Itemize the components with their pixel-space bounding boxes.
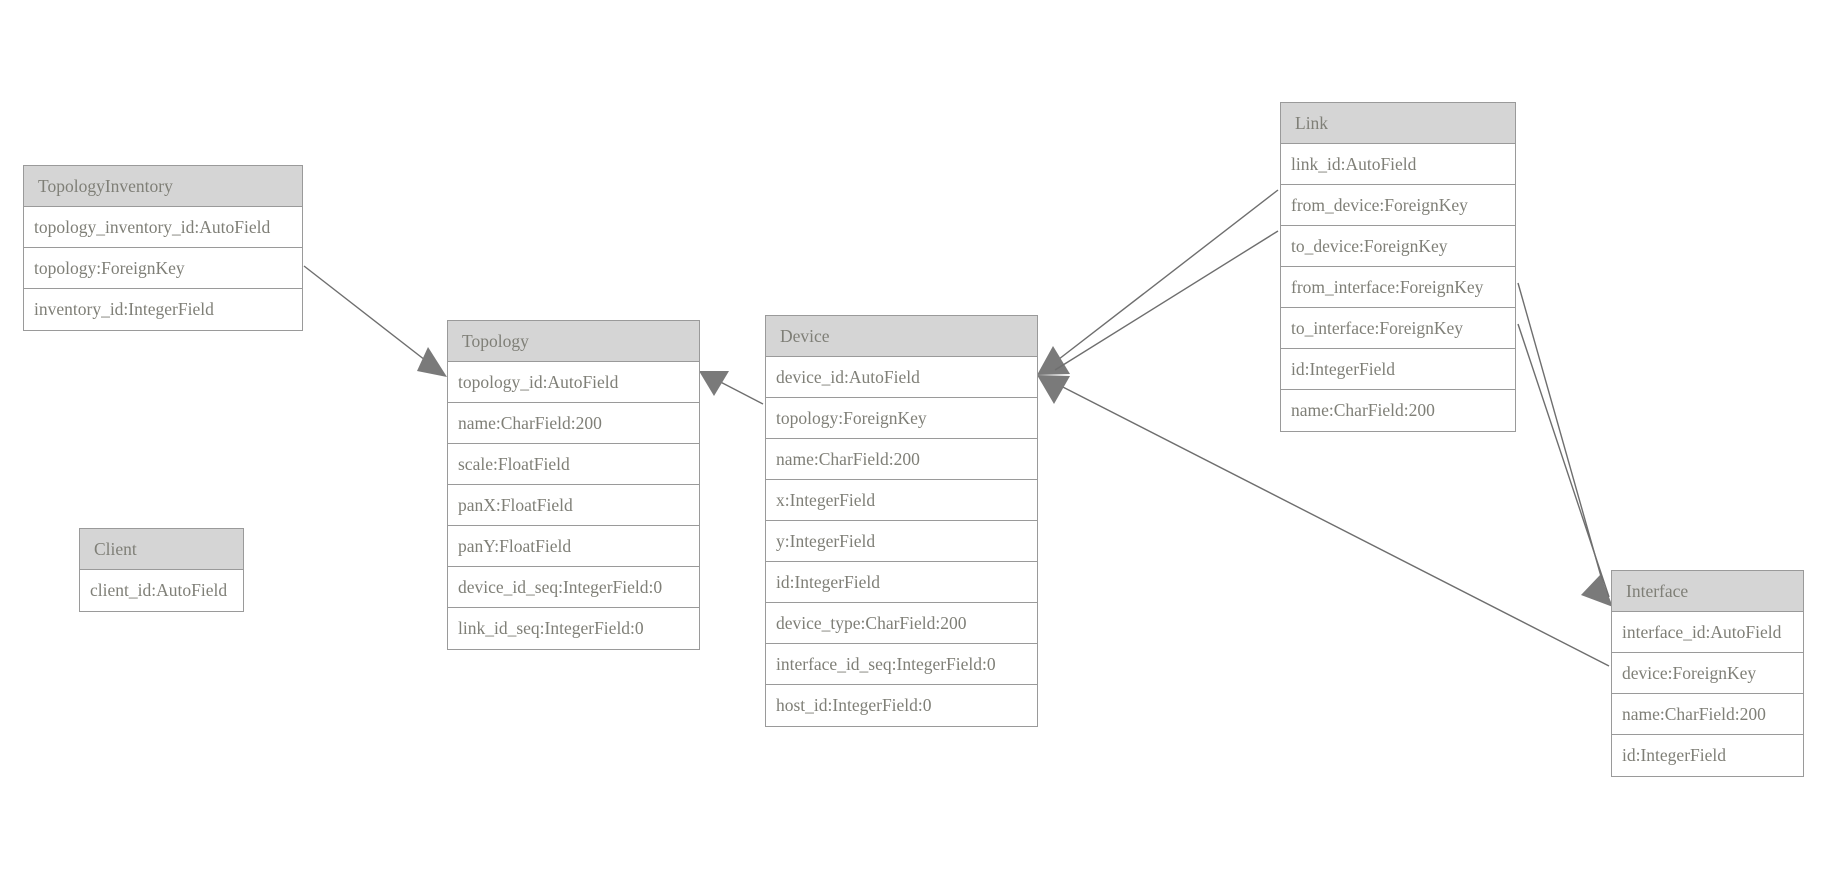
entity-field: name:CharField:200	[1291, 400, 1435, 420]
entity-field: link_id:AutoField	[1281, 144, 1515, 185]
entity-field: id:IntegerField	[1622, 745, 1727, 765]
edge-device-topology	[699, 371, 764, 405]
entity-field: x:IntegerField	[766, 480, 1037, 521]
entity-field: to_interface:ForeignKey	[1281, 308, 1515, 349]
entity-link[interactable]: Link link_id:AutoField from_device:Forei…	[1280, 102, 1516, 432]
entity-field: scale:FloatField	[448, 444, 699, 485]
entity-field: device_id:AutoField	[766, 357, 1037, 398]
entity-client[interactable]: Client client_id:AutoField	[79, 528, 244, 612]
entity-field: to_device:ForeignKey	[1281, 226, 1515, 267]
entity-title: Client	[80, 529, 243, 570]
entity-field: id:IntegerField	[766, 562, 1037, 603]
entity-field: name:CharField:200	[448, 403, 699, 444]
edge-link-frominterface-interface	[1517, 282, 1613, 607]
entity-field: interface_id_seq:IntegerField:0	[766, 644, 1037, 685]
entity-field: topology:ForeignKey	[766, 398, 1037, 439]
edge-link-tointerface-interface	[1517, 323, 1610, 598]
edge-link-todevice-device	[1054, 230, 1279, 371]
arrowhead-icon	[1037, 375, 1070, 404]
edge-link-fromdevice-device	[1037, 189, 1279, 375]
entity-field: from_device:ForeignKey	[1281, 185, 1515, 226]
entity-field: device:ForeignKey	[1612, 653, 1803, 694]
entity-field: name:CharField:200	[766, 439, 1037, 480]
entity-field: panY:FloatField	[448, 526, 699, 567]
entity-field: name:CharField:200	[1612, 694, 1803, 735]
entity-field: link_id_seq:IntegerField:0	[458, 618, 644, 638]
arrowhead-icon	[417, 347, 447, 377]
entity-field: inventory_id:IntegerField	[34, 299, 214, 319]
entity-title: TopologyInventory	[24, 166, 302, 207]
entity-interface[interactable]: Interface interface_id:AutoField device:…	[1611, 570, 1804, 777]
arrowhead-icon	[1581, 575, 1613, 607]
entity-device[interactable]: Device device_id:AutoField topology:Fore…	[765, 315, 1038, 727]
entity-field: panX:FloatField	[448, 485, 699, 526]
entity-field: host_id:IntegerField:0	[776, 695, 932, 715]
entity-field: interface_id:AutoField	[1612, 612, 1803, 653]
entity-field: device_id_seq:IntegerField:0	[448, 567, 699, 608]
entity-field: y:IntegerField	[766, 521, 1037, 562]
entity-field: topology:ForeignKey	[24, 248, 302, 289]
entity-field: topology_id:AutoField	[448, 362, 699, 403]
edge-topologyinventory-topology	[303, 265, 447, 377]
entity-title: Device	[766, 316, 1037, 357]
entity-field: device_type:CharField:200	[766, 603, 1037, 644]
entity-field: id:IntegerField	[1281, 349, 1515, 390]
entity-title: Topology	[448, 321, 699, 362]
arrowhead-icon	[1037, 346, 1070, 375]
entity-field: topology_inventory_id:AutoField	[24, 207, 302, 248]
entity-topologyinventory[interactable]: TopologyInventory topology_inventory_id:…	[23, 165, 303, 331]
arrowhead-icon	[699, 371, 729, 396]
entity-title: Link	[1281, 103, 1515, 144]
entity-field: from_interface:ForeignKey	[1281, 267, 1515, 308]
entity-topology[interactable]: Topology topology_id:AutoField name:Char…	[447, 320, 700, 650]
entity-field: client_id:AutoField	[90, 580, 228, 600]
entity-title: Interface	[1612, 571, 1803, 612]
